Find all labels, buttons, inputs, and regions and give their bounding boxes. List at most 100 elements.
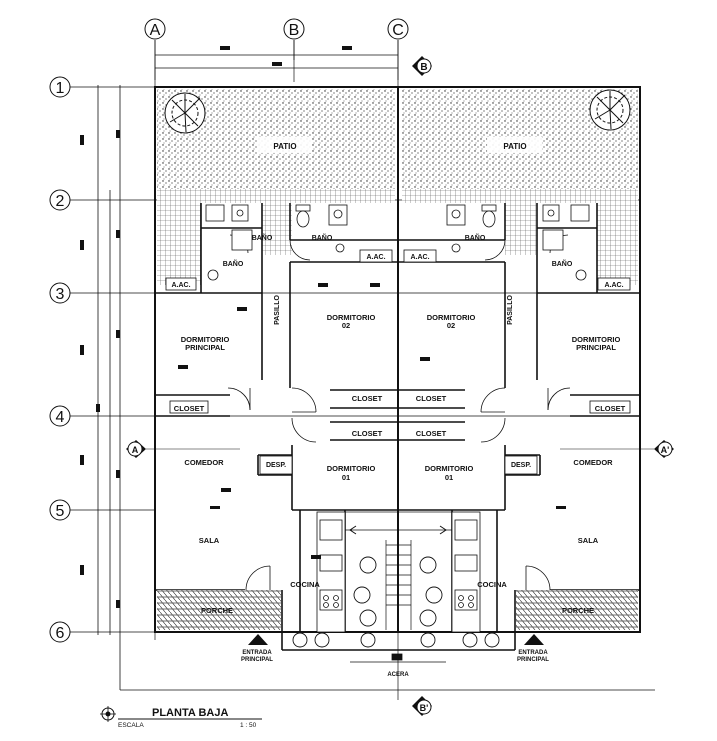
column-axis-b: B: [283, 18, 305, 40]
bano-label: BAÑO: [465, 233, 486, 242]
bano-label: BAÑO: [552, 259, 573, 268]
entrance-arrow-left: [248, 634, 268, 645]
bano-label: BAÑO: [312, 233, 333, 242]
cocina-label: COCINA: [477, 580, 507, 589]
aac-label: A.AC.: [171, 282, 190, 289]
entrada-sub: PRINCIPAL: [241, 657, 273, 663]
dimension-marks: [220, 46, 352, 66]
door-swings: [227, 234, 571, 591]
shower-icon: [205, 204, 345, 281]
row-axis-3: 3: [49, 282, 71, 304]
aac-label: A.AC.: [604, 282, 623, 289]
dormitorio-02-label: DORMITORIO: [427, 313, 476, 322]
closet-label: CLOSET: [416, 429, 447, 438]
comedor-label: COMEDOR: [184, 458, 224, 467]
sink-icon: [446, 204, 466, 226]
tiled-terrace-right: [402, 189, 638, 203]
tiled-terrace-mid-left: [262, 203, 292, 255]
tree-icon: [164, 92, 206, 134]
column-axis-a: A: [144, 18, 166, 40]
drawing-title: PLANTA BAJA: [152, 707, 228, 719]
interior-walls: [155, 203, 640, 651]
closet-label: CLOSET: [595, 404, 626, 413]
svg-text:B: B: [289, 22, 300, 39]
row-axis-4: 4: [49, 405, 71, 427]
top-dimension-lines: [154, 40, 399, 80]
aac-label: A.AC.: [366, 254, 385, 261]
svg-text:A: A: [132, 445, 139, 455]
dormitorio-02-label: DORMITORIO: [327, 313, 376, 322]
shower-icon: [451, 204, 590, 281]
row-axis-2: 2: [49, 189, 71, 211]
closet-label: CLOSET: [416, 394, 447, 403]
tiled-terrace-right-side: [597, 203, 638, 285]
left-dimension-marks: [80, 130, 120, 608]
dormitorio-01-number: 01: [445, 473, 453, 482]
bano-label: BAÑO: [223, 259, 244, 268]
dormitorio-02-number: 02: [447, 321, 455, 330]
section-mark-b-top: B: [412, 56, 432, 76]
svg-text:2: 2: [56, 193, 65, 210]
kitchen-counter-right: [451, 511, 481, 633]
sink-icon: [328, 204, 348, 226]
row-axis-6: 6: [49, 621, 71, 643]
tiled-terrace-left: [157, 189, 395, 203]
desp-label: DESP.: [266, 462, 286, 469]
closet-label: CLOSET: [174, 404, 205, 413]
pasillo-label: PASILLO: [507, 295, 514, 325]
tiled-terrace-left-side: [157, 203, 201, 285]
interior-dimension-marks: [178, 283, 566, 559]
entrada-label: ENTRADA: [242, 650, 272, 656]
dormitorio-principal-sub: PRINCIPAL: [185, 343, 225, 352]
kitchen-counter-left: [316, 511, 346, 633]
sala-label: SALA: [578, 536, 599, 545]
closet-label: CLOSET: [352, 429, 383, 438]
dormitorio-principal-label: DORMITORIO: [572, 335, 621, 344]
scale-label: ESCALA: [118, 722, 144, 729]
row-axis-5: 5: [49, 499, 71, 521]
comedor-label: COMEDOR: [573, 458, 613, 467]
row-axis-1: 1: [49, 76, 71, 98]
desp-label: DESP.: [511, 462, 531, 469]
section-mark-a-right: A': [560, 440, 674, 458]
dormitorio-01-label: DORMITORIO: [327, 464, 376, 473]
svg-text:1: 1: [56, 80, 65, 97]
porche-label: PORCHE: [562, 606, 594, 615]
sidewalk: [120, 653, 655, 691]
tiled-terrace-mid-right: [505, 203, 537, 255]
entrada-label: ENTRADA: [518, 650, 548, 656]
patio-right-label: PATIO: [503, 142, 526, 151]
acera-label: ACERA: [387, 672, 409, 678]
sala-label: SALA: [199, 536, 220, 545]
tree-icon: [589, 89, 631, 131]
svg-text:C: C: [392, 22, 404, 39]
toilet-icon: [481, 204, 497, 228]
svg-text:6: 6: [56, 625, 65, 642]
section-mark-a-left: A: [126, 440, 240, 458]
scale-value: 1 : 50: [240, 722, 257, 729]
svg-text:B': B': [420, 703, 429, 713]
dormitorio-principal-sub: PRINCIPAL: [576, 343, 616, 352]
svg-text:5: 5: [56, 503, 65, 520]
cocina-label: COCINA: [290, 580, 320, 589]
aac-label: A.AC.: [410, 254, 429, 261]
porch-right-paving: [516, 590, 638, 630]
drawing-title-block: PLANTA BAJA ESCALA 1 : 50: [100, 706, 262, 729]
dormitorio-01-label: DORMITORIO: [425, 464, 474, 473]
svg-text:B: B: [420, 62, 427, 73]
porch-left-paving: [157, 590, 281, 630]
entrance-arrow-right: [524, 634, 544, 645]
closet-label: CLOSET: [352, 394, 383, 403]
svg-text:A': A': [661, 445, 670, 455]
porche-label: PORCHE: [201, 606, 233, 615]
svg-text:4: 4: [56, 409, 65, 426]
entrada-sub: PRINCIPAL: [517, 657, 549, 663]
pasillo-label: PASILLO: [274, 295, 281, 325]
svg-text:3: 3: [56, 286, 65, 303]
left-dimension-lines: [97, 85, 121, 690]
section-mark-b-bottom: B': [412, 696, 432, 716]
plant-icon: [292, 556, 500, 648]
column-axis-c: C: [387, 18, 409, 40]
toilet-icon: [295, 204, 311, 228]
